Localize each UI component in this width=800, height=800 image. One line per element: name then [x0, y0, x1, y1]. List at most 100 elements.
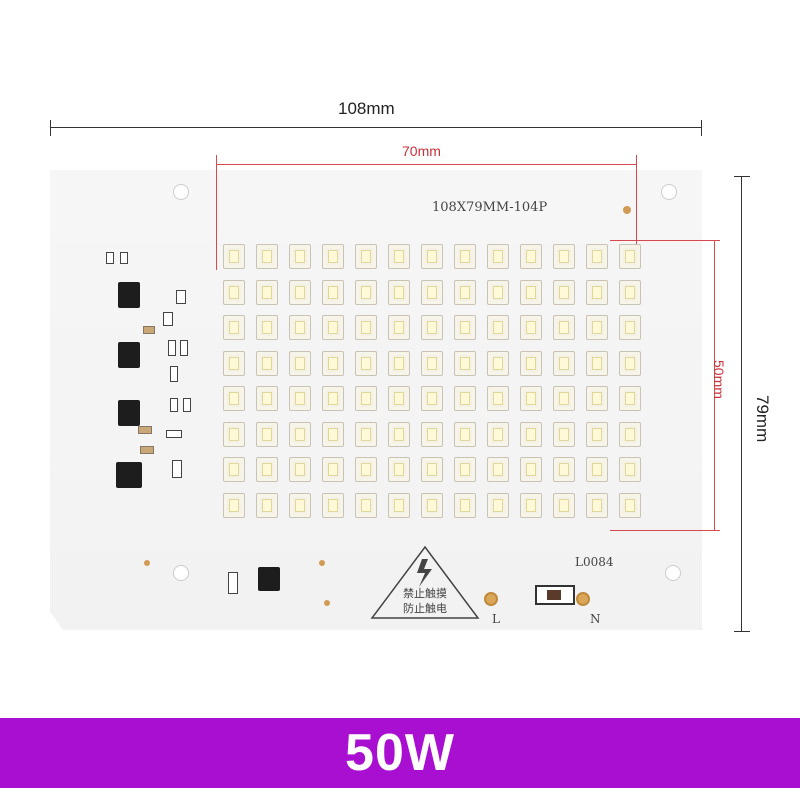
terminal-label-l: L — [492, 612, 500, 626]
led-chip — [586, 279, 608, 305]
led-chip — [223, 386, 245, 411]
led-chip — [256, 350, 278, 376]
led-chip — [619, 457, 641, 482]
led-chip — [454, 457, 476, 482]
solder-dot — [319, 560, 325, 566]
terminal-pad-n — [576, 592, 590, 606]
led-chip — [553, 350, 575, 376]
mounting-hole — [661, 184, 677, 200]
led-chip — [454, 315, 476, 340]
led-chip — [553, 279, 575, 305]
driver-circuit — [88, 240, 208, 510]
led-chip — [355, 457, 377, 482]
ic-chip — [118, 342, 140, 368]
led-chip — [388, 350, 410, 376]
led-chip — [421, 315, 443, 340]
width-dimension-tick-left — [50, 120, 51, 136]
resistor — [172, 460, 182, 478]
led-chip — [256, 315, 278, 340]
led-chip — [421, 350, 443, 376]
led-chip — [355, 244, 377, 269]
height-dimension-line — [741, 176, 742, 632]
led-chip — [520, 386, 542, 411]
led-chip — [520, 457, 542, 482]
led-chip — [619, 350, 641, 376]
led-chip — [322, 421, 344, 447]
led-chip — [256, 386, 278, 411]
led-chip — [487, 279, 509, 305]
warning-text-line2: 防止触电 — [403, 602, 447, 615]
led-chip — [421, 492, 443, 518]
led-chip — [454, 279, 476, 305]
resistor — [176, 290, 186, 304]
led-chip — [553, 244, 575, 269]
led-chip — [256, 492, 278, 518]
led-chip — [487, 492, 509, 518]
height-dimension-tick-bottom — [734, 631, 750, 632]
led-chip — [355, 279, 377, 305]
led-chip — [289, 315, 311, 340]
led-width-dimension-label: 70mm — [402, 143, 441, 159]
resistor — [120, 252, 128, 264]
led-chip — [256, 457, 278, 482]
led-chip — [223, 457, 245, 482]
led-chip — [322, 350, 344, 376]
led-width-dimension-line — [216, 164, 637, 165]
power-banner: 50W — [0, 718, 800, 788]
led-chip — [520, 421, 542, 447]
led-chip — [586, 386, 608, 411]
resistor — [228, 572, 238, 594]
led-chip — [586, 350, 608, 376]
led-chip — [586, 492, 608, 518]
led-chip — [619, 421, 641, 447]
led-width-dimension-tick-left — [216, 155, 217, 270]
led-chip — [520, 350, 542, 376]
led-chip — [619, 279, 641, 305]
led-chip — [421, 244, 443, 269]
led-chip — [322, 279, 344, 305]
width-dimension-label: 108mm — [338, 99, 395, 118]
led-chip — [289, 244, 311, 269]
led-chip — [289, 386, 311, 411]
led-chip — [223, 350, 245, 376]
led-height-dimension-tick-bottom — [610, 530, 720, 531]
warning-text-line1: 禁止触摸 — [403, 587, 447, 600]
led-chip — [619, 244, 641, 269]
ic-chip — [118, 282, 140, 308]
led-chip — [586, 244, 608, 269]
led-chip — [454, 244, 476, 269]
led-height-dimension-label: 50mm — [711, 360, 727, 399]
resistor — [183, 398, 191, 412]
ic-chip — [118, 400, 140, 426]
width-dimension-tick-right — [701, 120, 702, 136]
solder-dot — [324, 600, 330, 606]
mounting-hole — [665, 565, 681, 581]
led-array — [219, 240, 641, 530]
width-dimension-line — [50, 127, 702, 128]
led-chip — [223, 421, 245, 447]
terminal-label-n: N — [590, 612, 601, 626]
led-chip — [520, 279, 542, 305]
led-chip — [289, 421, 311, 447]
led-chip — [388, 386, 410, 411]
led-chip — [322, 386, 344, 411]
board-code-text: L0084 — [575, 555, 614, 569]
led-chip — [454, 386, 476, 411]
resistor — [180, 340, 188, 356]
led-chip — [388, 315, 410, 340]
solder-dot — [623, 206, 631, 214]
terminal-pad-l — [484, 592, 498, 606]
led-chip — [553, 457, 575, 482]
led-chip — [553, 492, 575, 518]
led-chip — [421, 457, 443, 482]
led-chip — [487, 315, 509, 340]
led-height-dimension-line — [714, 240, 715, 530]
height-dimension-tick-top — [734, 176, 750, 177]
led-chip — [223, 279, 245, 305]
led-width-dimension-tick-right — [636, 155, 637, 245]
led-chip — [487, 386, 509, 411]
led-chip — [388, 492, 410, 518]
ic-chip — [258, 567, 280, 591]
resistor — [170, 398, 178, 412]
led-chip — [355, 315, 377, 340]
